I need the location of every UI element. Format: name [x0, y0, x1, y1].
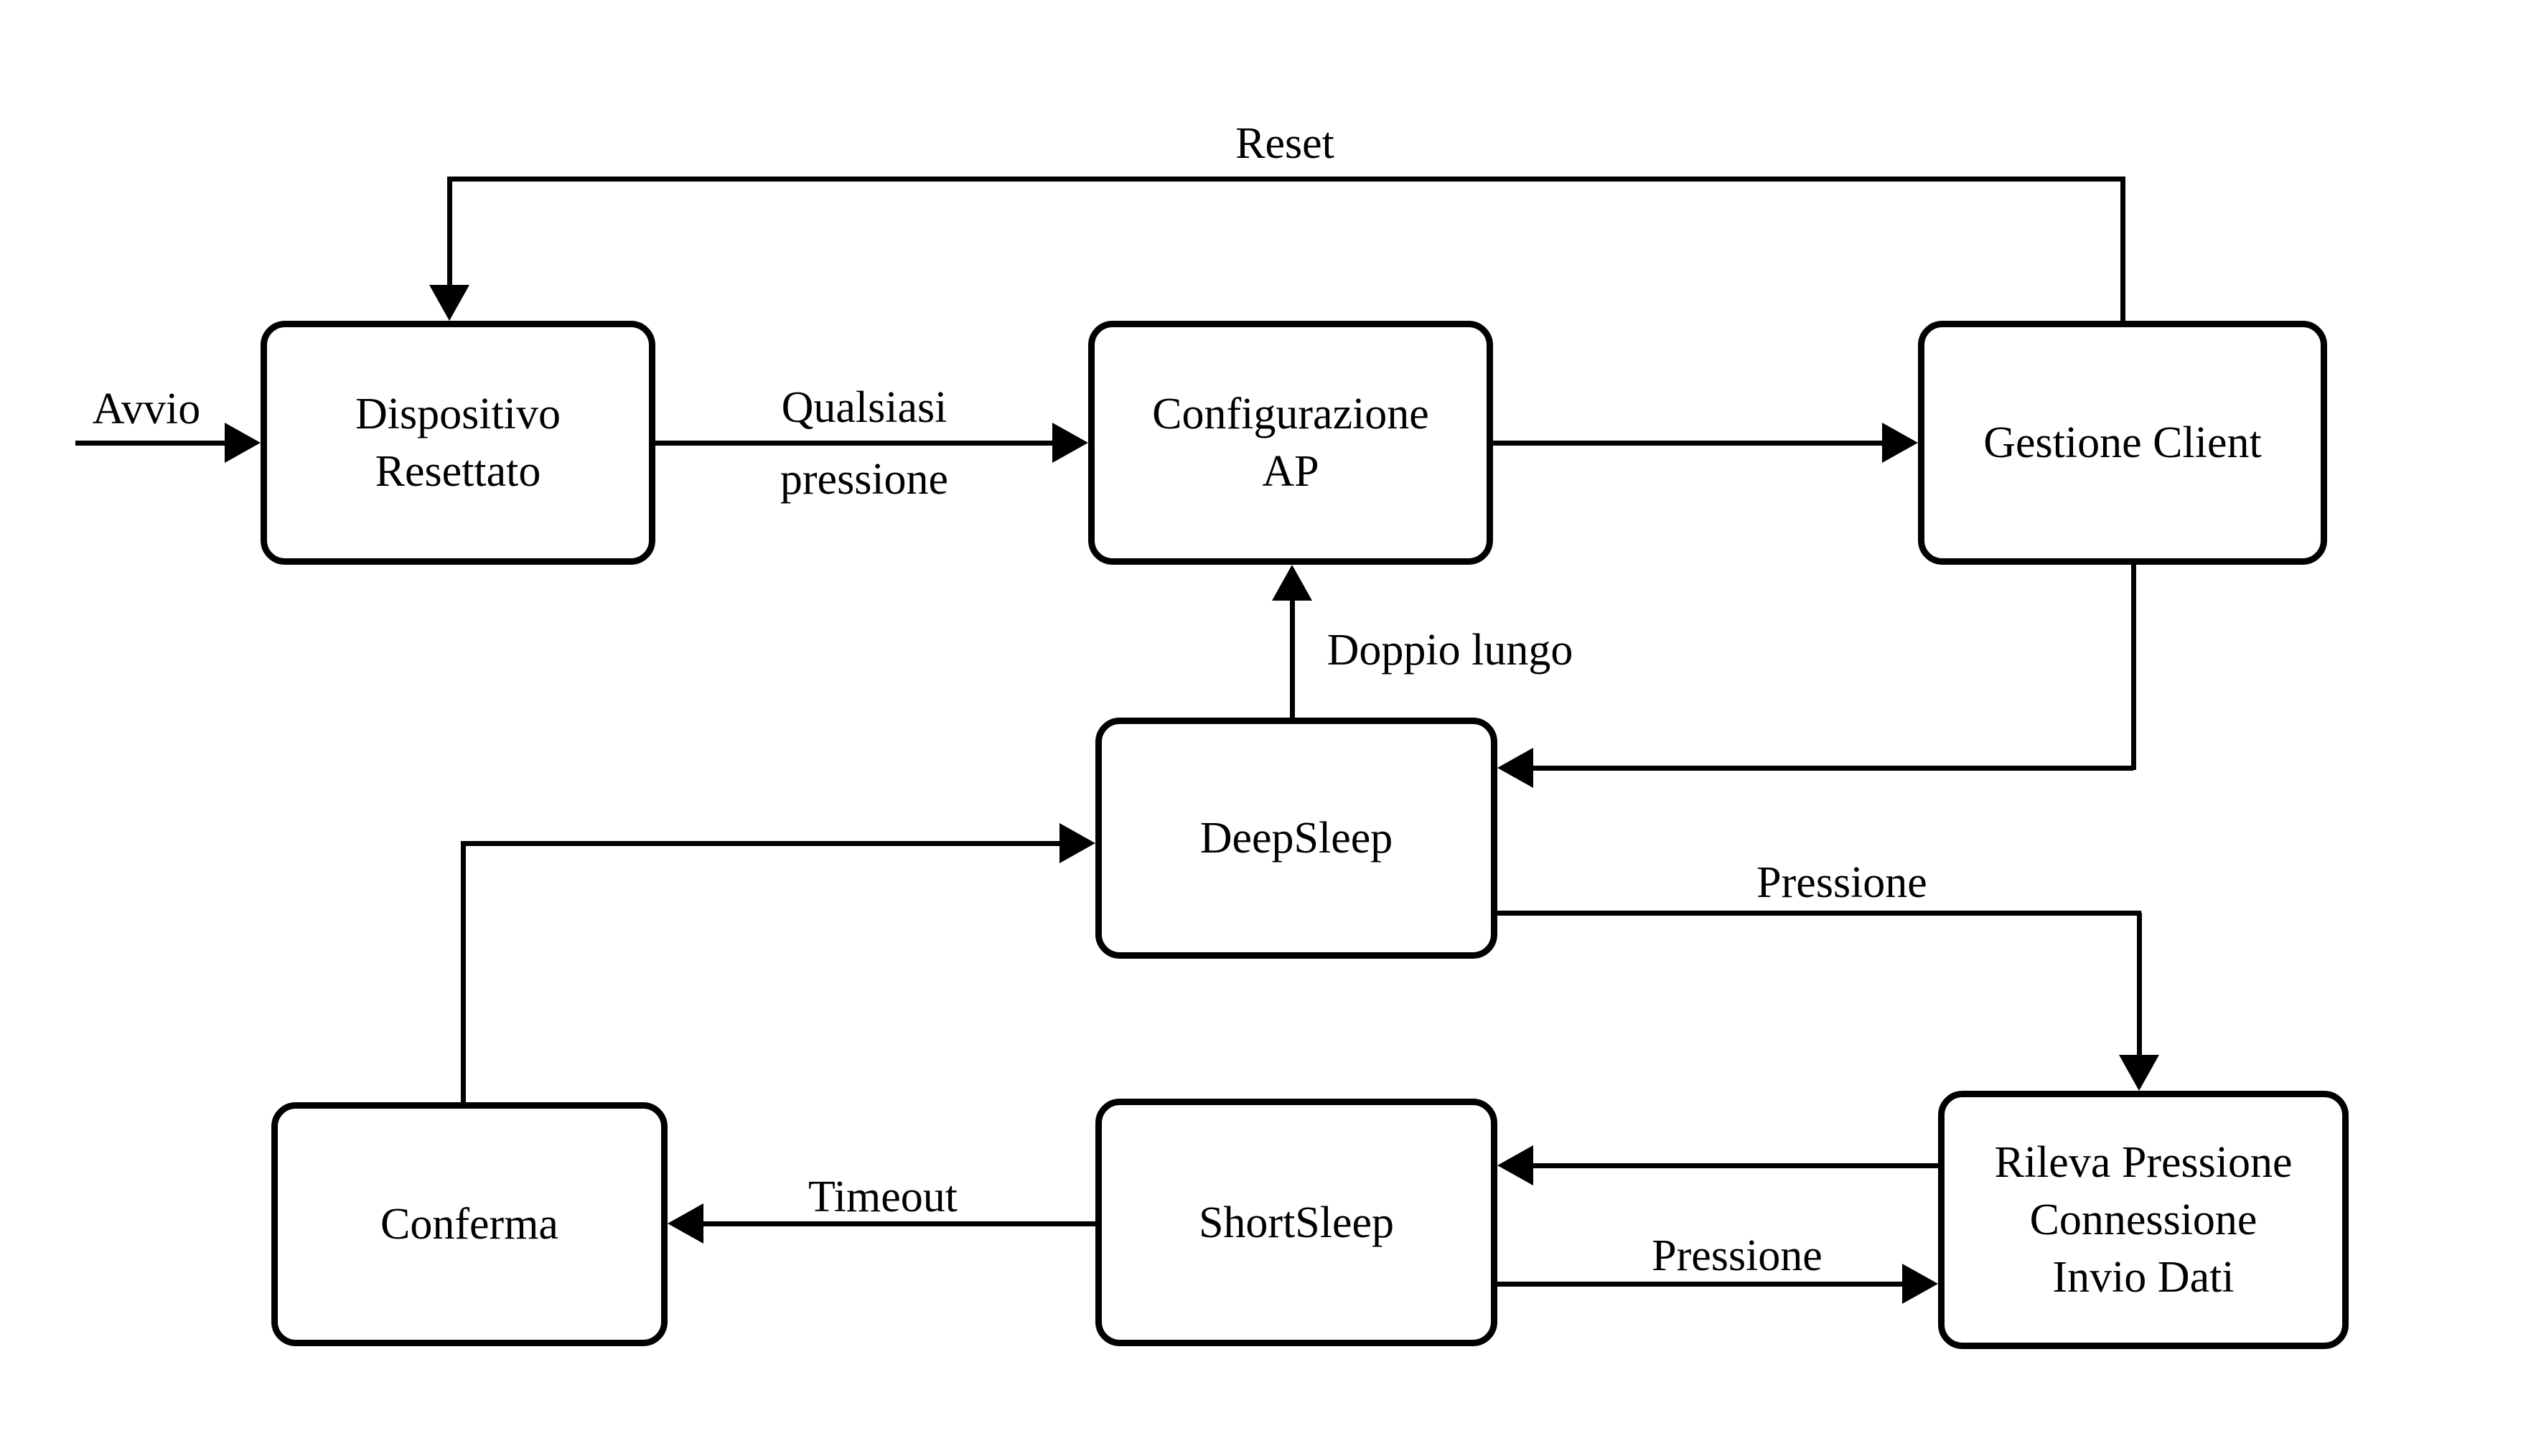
- edge-label-avvio: Avvio: [92, 385, 201, 433]
- edge-shortsleep-rileva-arrowhead-icon: [1902, 1264, 1938, 1304]
- state-label-line: Gestione Client: [1983, 418, 2262, 467]
- edge-reset-line-top: [447, 177, 2125, 182]
- edge-reset-line-right: [2120, 179, 2125, 321]
- edge-conferma-deepsleep-arrowhead-icon: [1059, 823, 1095, 863]
- edge-timeout-arrowhead-icon: [668, 1203, 703, 1244]
- edge-deepsleep-rileva-line-vertical: [2137, 913, 2142, 1056]
- state-label-line: Invio Dati: [2052, 1253, 2235, 1302]
- edge-gestione-deepsleep-line-horizontal: [1530, 766, 2133, 771]
- state-configurazione-ap: Configurazione AP: [1088, 321, 1493, 565]
- edge-qualsiasi-pressione-line: [655, 441, 1054, 446]
- state-label-line: DeepSleep: [1199, 814, 1393, 863]
- state-gestione-client: Gestione Client: [1918, 321, 2327, 565]
- edge-reset-arrowhead-icon: [429, 285, 469, 321]
- edge-label-qualsiasi: Qualsiasi: [781, 383, 948, 432]
- edge-label-doppio-lungo: Doppio lungo: [1327, 626, 1573, 675]
- edge-deepsleep-rileva-line-horizontal: [1497, 911, 2141, 916]
- state-label-line: Resettato: [375, 447, 541, 496]
- edge-avvio-line: [75, 441, 228, 446]
- edge-avvio-arrowhead-icon: [225, 423, 261, 463]
- edge-deepsleep-rileva-arrowhead-icon: [2119, 1055, 2159, 1091]
- edge-gestione-deepsleep-line-vertical: [2131, 563, 2136, 770]
- edge-doppio-lungo-arrowhead-icon: [1272, 565, 1312, 601]
- state-label-line: Rileva Pressione: [1994, 1138, 2293, 1187]
- state-label-line: AP: [1262, 447, 1319, 496]
- state-label-line: Dispositivo: [355, 390, 561, 438]
- state-label-line: Connessione: [2029, 1196, 2257, 1244]
- edge-conferma-deepsleep-line-horizontal: [461, 841, 1061, 846]
- edge-label-reset: Reset: [1235, 119, 1334, 168]
- state-dispositivo-resettato: Dispositivo Resettato: [261, 321, 655, 565]
- edge-doppio-lungo-line: [1290, 599, 1295, 719]
- edge-label-pressione-sub: pressione: [780, 455, 949, 504]
- edge-conferma-deepsleep-line-vertical: [461, 841, 466, 1104]
- edge-reset-line-left: [447, 179, 452, 288]
- edge-label-pressione-deepsleep: Pressione: [1756, 858, 1927, 907]
- edge-rileva-shortsleep-line: [1532, 1163, 1938, 1168]
- edge-qualsiasi-pressione-arrowhead-icon: [1052, 423, 1088, 463]
- state-label-line: Conferma: [380, 1200, 558, 1249]
- edge-label-timeout: Timeout: [808, 1173, 958, 1221]
- state-label-line: Configurazione: [1152, 390, 1429, 438]
- edge-rileva-shortsleep-arrowhead-icon: [1497, 1145, 1533, 1185]
- state-label-line: ShortSleep: [1198, 1198, 1395, 1247]
- edge-label-pressione-shortsleep: Pressione: [1652, 1231, 1823, 1280]
- edge-timeout-line: [702, 1221, 1095, 1226]
- edge-shortsleep-rileva-line: [1497, 1282, 1904, 1287]
- state-deepsleep: DeepSleep: [1095, 718, 1497, 959]
- state-conferma: Conferma: [271, 1102, 668, 1346]
- edge-config-gestione-arrowhead-icon: [1882, 423, 1918, 463]
- edge-config-gestione-line: [1493, 441, 1884, 446]
- state-rileva-pressione: Rileva Pressione Connessione Invio Dati: [1938, 1091, 2349, 1349]
- edge-gestione-deepsleep-arrowhead-icon: [1497, 748, 1533, 788]
- state-shortsleep: ShortSleep: [1095, 1099, 1497, 1346]
